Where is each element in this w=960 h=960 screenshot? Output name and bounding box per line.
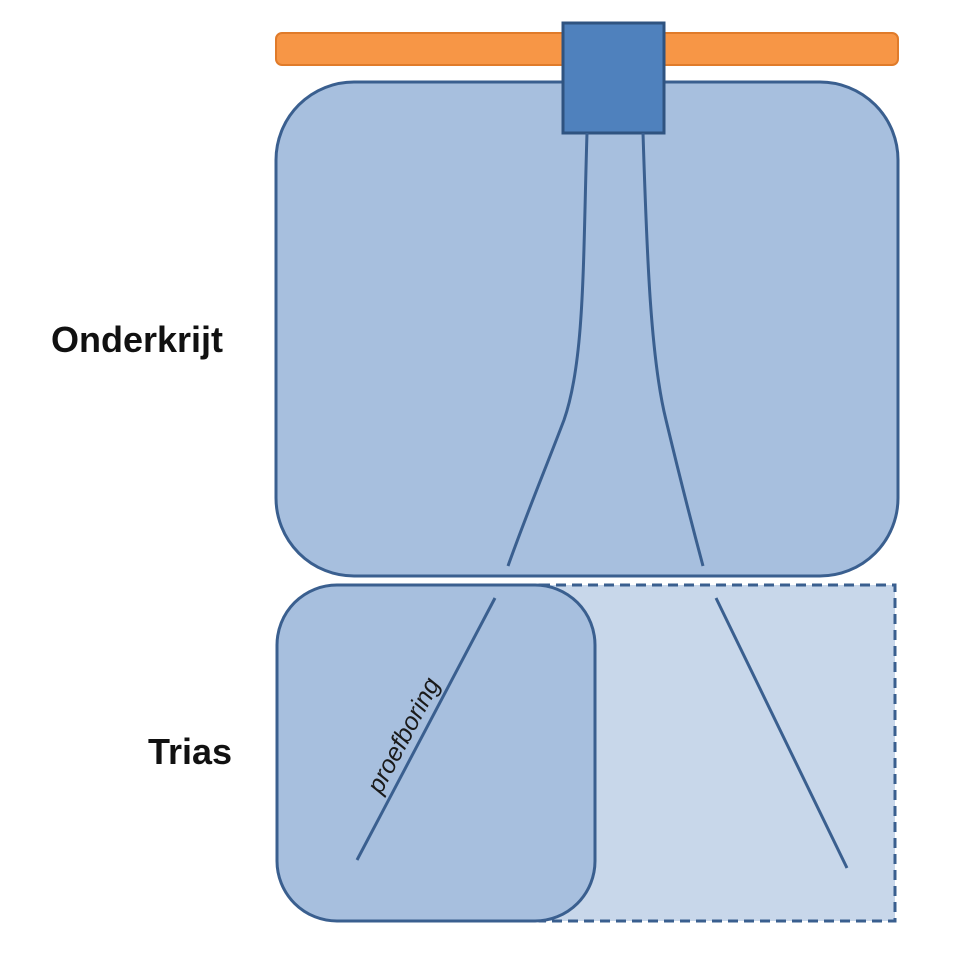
layer-label-onderkrijt: Onderkrijt — [51, 319, 223, 360]
borehole-right-extension — [714, 597, 849, 869]
trias-dashed-block — [538, 583, 897, 923]
trias-layer — [275, 583, 597, 923]
proefboring-well-line — [355, 597, 497, 861]
drill-rig-icon — [561, 21, 666, 135]
layer-label-trias: Trias — [148, 731, 232, 772]
borehole-left-wall — [506, 132, 589, 567]
borehole-right-wall — [641, 132, 705, 567]
